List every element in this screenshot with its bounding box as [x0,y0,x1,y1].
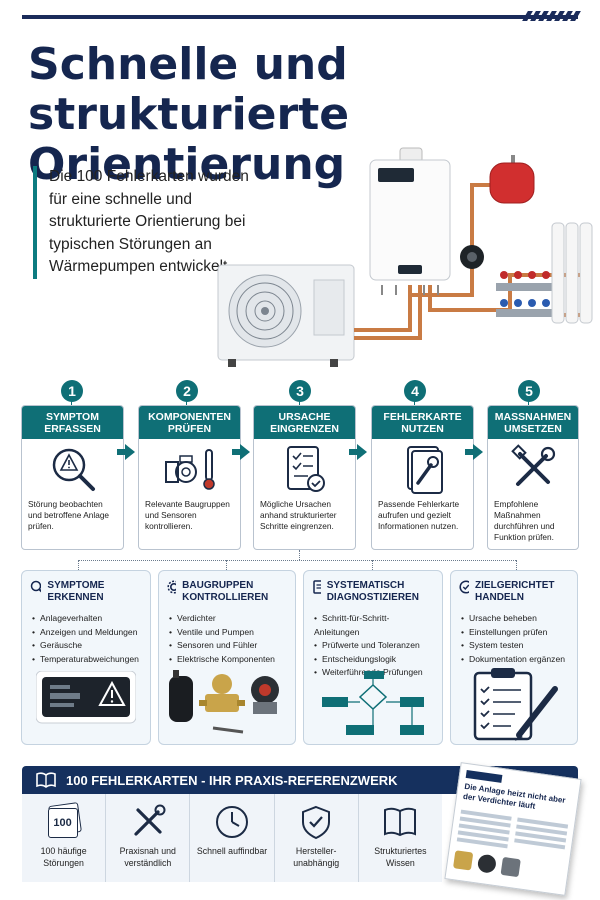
panel-item: Anzeigen und Meldungen [32,626,140,640]
checklist-icon [313,580,321,594]
panel-item: Anlageverhalten [32,612,140,626]
step-card-5: MASSNAHMEN UMSETZEN Empfohlene Maßnahmen… [487,405,579,550]
page-title: Schnelle und strukturierte Orientierung [28,40,588,190]
step-number-2: 2 [176,380,198,402]
panel-title: SYMPTOME ERKENNEN [47,580,105,603]
step-title: KOMPONENTEN PRÜFEN [139,406,240,439]
magnifier-warning-icon [22,439,123,499]
flowchart-image [322,671,424,735]
top-rule [22,15,578,19]
title-line-2: strukturierte Orientierung [28,89,350,190]
feature-label: Strukturiertes Wissen [374,846,427,868]
intro-text: Die 100 Fehlerkarten wurden für eine sch… [33,166,263,279]
gear-icon [167,580,177,594]
panel-diagnose: SYSTEMATISCH DIAGNOSTIZIEREN Schritt-für… [303,570,443,745]
panel-item: Einstellungen prüfen [461,626,567,640]
step-title: MASSNAHMEN UMSETZEN [488,406,578,439]
panel-item: Geräusche [32,639,140,653]
step-number-1: 1 [61,380,83,402]
clock-check-icon [459,580,470,594]
feature-item: 100 100 häufige Störungen [22,794,107,882]
step-title: URSACHE EINGRENZEN [254,406,355,439]
feature-item: Schnell auffindbar [190,794,275,882]
feature-row: 100 100 häufige Störungen Praxisnah und … [22,794,442,882]
feature-label: Schnell auffindbar [196,846,268,856]
feature-label: Praxisnah und verständlich [119,846,176,868]
feature-item: Hersteller-unabhängig [275,794,359,882]
step-number-4: 4 [404,380,426,402]
cards-100-icon: 100 [46,802,82,840]
arrow-4-5 [465,444,483,460]
panel-item: Schritt-für-Schritt-Anleitungen [314,612,432,639]
panel-item: Ursache beheben [461,612,567,626]
tools-icon [488,439,578,499]
boiler-display [378,168,414,182]
panel-item: Elektrische Komponenten [169,653,285,667]
book-icon [384,807,417,837]
panel-title: SYSTEMATISCH DIAGNOSTIZIEREN [326,580,419,603]
clock-icon [216,806,248,838]
feature-label: 100 häufige Störungen [40,846,87,868]
book-icon [36,772,56,788]
step-text: Mögliche Ursachen anhand strukturierter … [260,499,337,531]
arrow-2-3 [232,444,250,460]
panel-item: Entscheidungslogik [314,653,432,667]
controller-display-image [36,671,136,724]
search-warning-icon [30,580,42,593]
panel-item: Verdichter [169,612,285,626]
fault-card-preview: Die Anlage heizt nicht aber der Verdicht… [444,762,582,896]
step-text: Passende Fehlerkarte aufrufen und geziel… [378,499,460,531]
panel-title: BAUGRUPPEN KONTROLLIEREN [182,580,269,603]
feature-item: Strukturiertes Wissen [359,794,442,882]
feature-label: Hersteller-unabhängig [293,846,340,868]
arrow-3-4 [349,444,367,460]
band-title: 100 FEHLERKARTEN - IHR PRAXIS-REFERENZWE… [66,772,398,788]
panel-item: Temperaturabweichungen [32,653,140,667]
panel-baugruppen: BAUGRUPPEN KONTROLLIEREN Verdichter Vent… [158,570,296,745]
step-title: SYMPTOM ERFASSEN [22,406,123,439]
step-card-4: FEHLERKARTE NUTZEN Passende Fehlerkarte … [371,405,474,550]
shield-check-icon [302,805,331,840]
dotted-connector [78,560,516,561]
top-stripes [522,11,581,21]
step-text: Empfohlene Maßnahmen durchführen und Fun… [494,499,555,542]
step-number-3: 3 [289,380,311,402]
components-image [169,670,279,734]
panel-item: Dokumentation ergänzen [461,653,567,667]
pump-thermometer-icon [139,439,240,499]
step-card-3: URSACHE EINGRENZEN Mögliche Ursachen anh… [253,405,356,550]
step-card-1: SYMPTOM ERFASSEN Störung beobachten und … [21,405,124,550]
panel-item: System testen [461,639,567,653]
checklist-icon [254,439,355,499]
panel-item: Sensoren und Fühler [169,639,285,653]
step-title: FEHLERKARTE NUTZEN [372,406,473,439]
panel-handeln: ZIELGERICHTET HANDELN Ursache beheben Ei… [450,570,578,745]
title-line-1: Schnelle und [28,39,348,90]
panel-item: Ventile und Pumpen [169,626,285,640]
step-text: Störung beobachten und betroffene Anlage… [28,499,110,531]
arrow-1-2 [117,444,135,460]
step-number-5: 5 [518,380,540,402]
clipboard-image [473,668,558,741]
wrench-card-icon [372,439,473,499]
panel-symptome: SYMPTOME ERKENNEN Anlageverhalten Anzeig… [21,570,151,745]
panel-title: ZIELGERICHTET HANDELN [475,580,555,603]
heat-pump-illustration [217,147,593,367]
panel-item: Prüfwerte und Toleranzen [314,639,432,653]
step-card-2: KOMPONENTEN PRÜFEN Relevante Baugruppen … [138,405,241,550]
tools-icon [134,804,166,836]
feature-item: Praxisnah und verständlich [106,794,191,882]
step-text: Relevante Baugruppen und Sensoren kontro… [145,499,230,531]
